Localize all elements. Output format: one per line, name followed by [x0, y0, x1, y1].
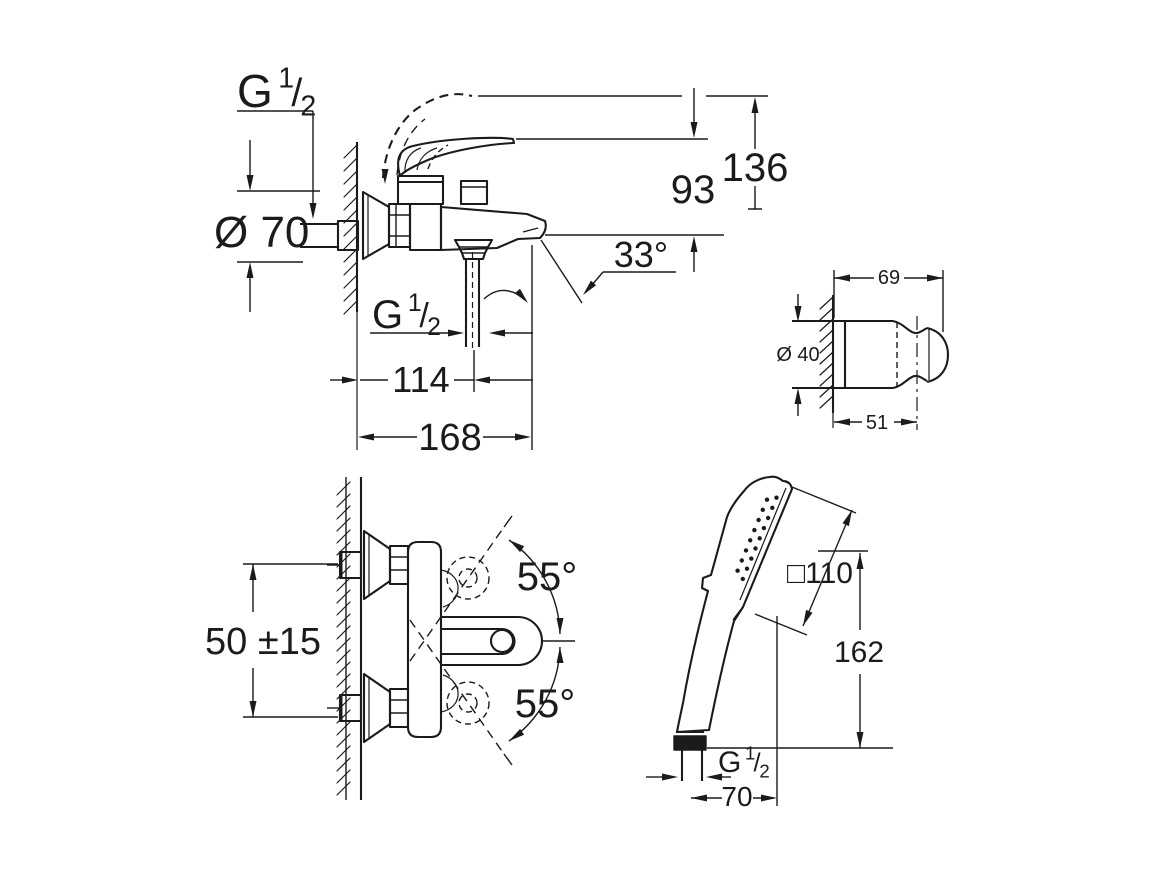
dim-label-55-up: 55°	[517, 555, 578, 599]
dim-connection-offset: 50 ±15	[205, 563, 338, 718]
dim-label-33deg: 33°	[614, 234, 668, 275]
dim-label-114: 114	[392, 359, 449, 400]
swivel-positions-dashed	[409, 515, 513, 766]
lever-rest	[397, 136, 516, 178]
dim-label-55-down: 55°	[515, 682, 576, 726]
dim-escutcheon-diameter: Ø 70	[214, 140, 320, 312]
dim-total-height: 162	[707, 550, 893, 749]
wall-section	[336, 477, 363, 800]
lever-front	[441, 615, 543, 667]
hand-shower-body	[673, 475, 794, 781]
lever-raised-dashed	[381, 93, 473, 184]
mixer-body-front	[406, 540, 543, 739]
wall-section	[819, 295, 835, 428]
dim-label-dia70: Ø 70	[214, 208, 309, 257]
dim-label-69: 69	[878, 267, 900, 289]
shower-outlet	[453, 238, 494, 352]
dim-holder-depth: 69	[833, 267, 944, 332]
dim-center-to-face: 70	[691, 616, 778, 812]
dim-label-sq110: □110	[787, 557, 853, 590]
mixer-body-side	[361, 93, 547, 352]
dim-label-50-15: 50 ±15	[205, 621, 321, 663]
dim-spout-angle: 33°	[540, 234, 676, 304]
dim-label-dia40: Ø 40	[776, 344, 819, 366]
dim-holder-diameter: Ø 40	[776, 294, 820, 416]
shower-holder-side-view: 69 Ø 40 51	[776, 267, 950, 434]
dim-label-93: 93	[671, 168, 716, 212]
dim-swivel-angle-up: 55°	[508, 539, 578, 642]
dim-wall-to-spout-tip: 168	[358, 245, 533, 459]
dim-swivel-angle-down: 55°	[508, 646, 576, 742]
dim-label-162: 162	[834, 636, 884, 669]
dim-label-136: 136	[722, 146, 789, 190]
supply-pipe	[300, 219, 360, 252]
wall-section	[343, 142, 359, 450]
dim-label-168: 168	[418, 417, 481, 459]
dim-wall-to-shower-outlet: 114	[330, 350, 533, 400]
holder-body	[792, 316, 950, 430]
spray-face-dots	[735, 495, 779, 582]
dim-head-square-size: □110	[754, 486, 857, 636]
hose-connector	[673, 730, 707, 781]
dim-wall-to-pivot: 51	[834, 412, 917, 434]
dim-label-70: 70	[721, 781, 752, 812]
dim-lever-raised-height: 136	[722, 97, 789, 210]
dim-label-51: 51	[866, 412, 888, 434]
dim-lever-rest-height: 93	[671, 88, 716, 272]
upper-union	[327, 529, 410, 601]
bath-mixer-front-view: 55° 55° 50 ±15	[205, 477, 577, 800]
